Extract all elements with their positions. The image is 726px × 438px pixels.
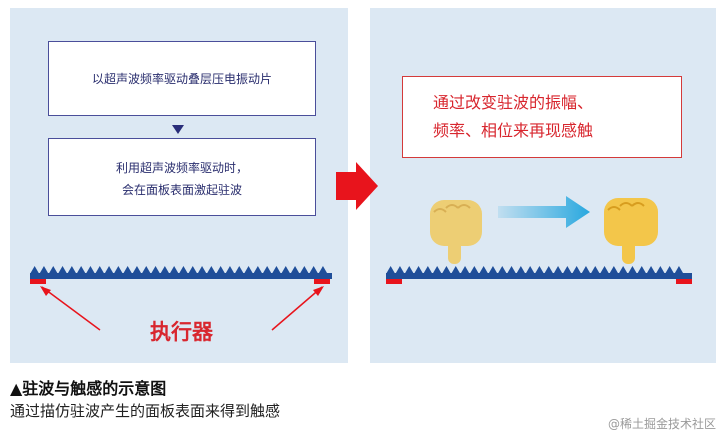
wave-tooth (516, 266, 526, 274)
wave-tooth (488, 266, 498, 274)
wave-tooth (460, 266, 470, 274)
right-wave-panel (386, 266, 692, 284)
wave-tooth (432, 266, 442, 274)
pointing-hand-icon-left (430, 200, 482, 264)
left-actuator-pad-right (314, 279, 330, 284)
wave-tooth (216, 266, 226, 274)
wave-tooth (609, 266, 619, 274)
pointing-hand-icon-right (604, 198, 658, 264)
wave-tooth (39, 266, 49, 274)
right-wave-teeth (386, 266, 684, 274)
wave-tooth (113, 266, 123, 274)
wave-tooth (395, 266, 405, 274)
standing-wave-line-1: 利用超声波频率驱动时， (115, 161, 248, 175)
pointer-arrow-right (271, 286, 323, 331)
wave-tooth (262, 266, 272, 274)
wave-tooth (404, 266, 414, 274)
wave-tooth (132, 266, 142, 274)
haptic-line-2: 频率、相位来再现感触 (433, 121, 594, 140)
wave-tooth (544, 266, 554, 274)
wave-tooth (253, 266, 263, 274)
wave-tooth (85, 266, 96, 274)
drive-description-text: 以超声波频率驱动叠层压电振动片 (91, 72, 272, 86)
wave-tooth (178, 266, 189, 274)
wave-tooth (506, 266, 517, 274)
wave-tooth (572, 266, 582, 274)
right-actuator-pad-right (676, 279, 692, 284)
motion-arrow-icon (498, 196, 590, 228)
left-actuator-pad-left (30, 279, 46, 284)
left-wave-panel (30, 266, 332, 284)
wave-tooth (104, 266, 114, 274)
wave-tooth (627, 266, 638, 274)
wave-tooth (581, 266, 591, 274)
standing-wave-description-box: 利用超声波频率驱动时， 会在面板表面激起驻波 (48, 138, 316, 216)
transition-arrow-icon (336, 162, 378, 210)
wave-tooth (318, 266, 328, 274)
wave-tooth (646, 266, 656, 274)
wave-tooth (497, 266, 507, 274)
actuator-pointer-arrows (40, 286, 324, 331)
wave-tooth (665, 266, 675, 274)
wave-tooth (423, 266, 433, 274)
figure-caption-text: 通过描仿驻波产生的面板表面来得到触感 (10, 402, 281, 420)
standing-wave-line-2: 会在面板表面激起驻波 (121, 183, 242, 197)
drive-description-box: 以超声波频率驱动叠层压电振动片 (48, 41, 316, 116)
wave-tooth (30, 266, 40, 274)
wave-tooth (618, 266, 628, 274)
wave-tooth (441, 266, 452, 274)
watermark: @稀土掘金技术社区 (607, 417, 716, 431)
right-panel: 通过改变驻波的振幅、 频率、相位来再现感触 (370, 8, 716, 363)
right-actuator-pad-left (386, 279, 402, 284)
wave-tooth (525, 266, 535, 274)
wave-tooth (197, 266, 207, 274)
wave-tooth (95, 266, 105, 274)
wave-tooth (234, 266, 244, 274)
wave-tooth (169, 266, 179, 274)
actuator-label: 执行器 (150, 320, 213, 344)
wave-tooth (655, 266, 665, 274)
wave-tooth (67, 266, 77, 274)
wave-tooth (160, 266, 170, 274)
wave-tooth (479, 266, 489, 274)
wave-tooth (309, 266, 319, 274)
wave-tooth (534, 266, 545, 274)
wave-tooth (674, 266, 684, 274)
wave-tooth (451, 266, 461, 274)
wave-tooth (637, 266, 647, 274)
figure-caption-title: ▲驻波与触感的示意图 (10, 379, 167, 398)
haptic-reproduction-box: 通过改变驻波的振幅、 频率、相位来再现感触 (402, 76, 682, 158)
left-wave-teeth (30, 266, 328, 274)
wave-tooth (271, 266, 282, 274)
wave-tooth (57, 266, 68, 274)
wave-tooth (76, 266, 86, 274)
wave-tooth (562, 266, 572, 274)
wave-tooth (553, 266, 563, 274)
down-arrow-icon (172, 125, 184, 134)
wave-tooth (290, 266, 300, 274)
wave-tooth (243, 266, 254, 274)
wave-tooth (141, 266, 151, 274)
wave-tooth (386, 266, 396, 274)
pointer-arrow-left (41, 286, 101, 331)
wave-tooth (225, 266, 235, 274)
wave-tooth (48, 266, 58, 274)
wave-tooth (123, 266, 133, 274)
left-panel: 以超声波频率驱动叠层压电振动片 利用超声波频率驱动时， 会在面板表面激起驻波 执… (10, 8, 348, 363)
wave-tooth (599, 266, 610, 274)
wave-tooth (188, 266, 198, 274)
wave-tooth (469, 266, 479, 274)
wave-tooth (590, 266, 600, 274)
wave-tooth (299, 266, 309, 274)
wave-tooth (413, 266, 424, 274)
wave-tooth (150, 266, 161, 274)
wave-tooth (281, 266, 291, 274)
haptic-line-1: 通过改变驻波的振幅、 (433, 93, 594, 112)
wave-tooth (206, 266, 216, 274)
